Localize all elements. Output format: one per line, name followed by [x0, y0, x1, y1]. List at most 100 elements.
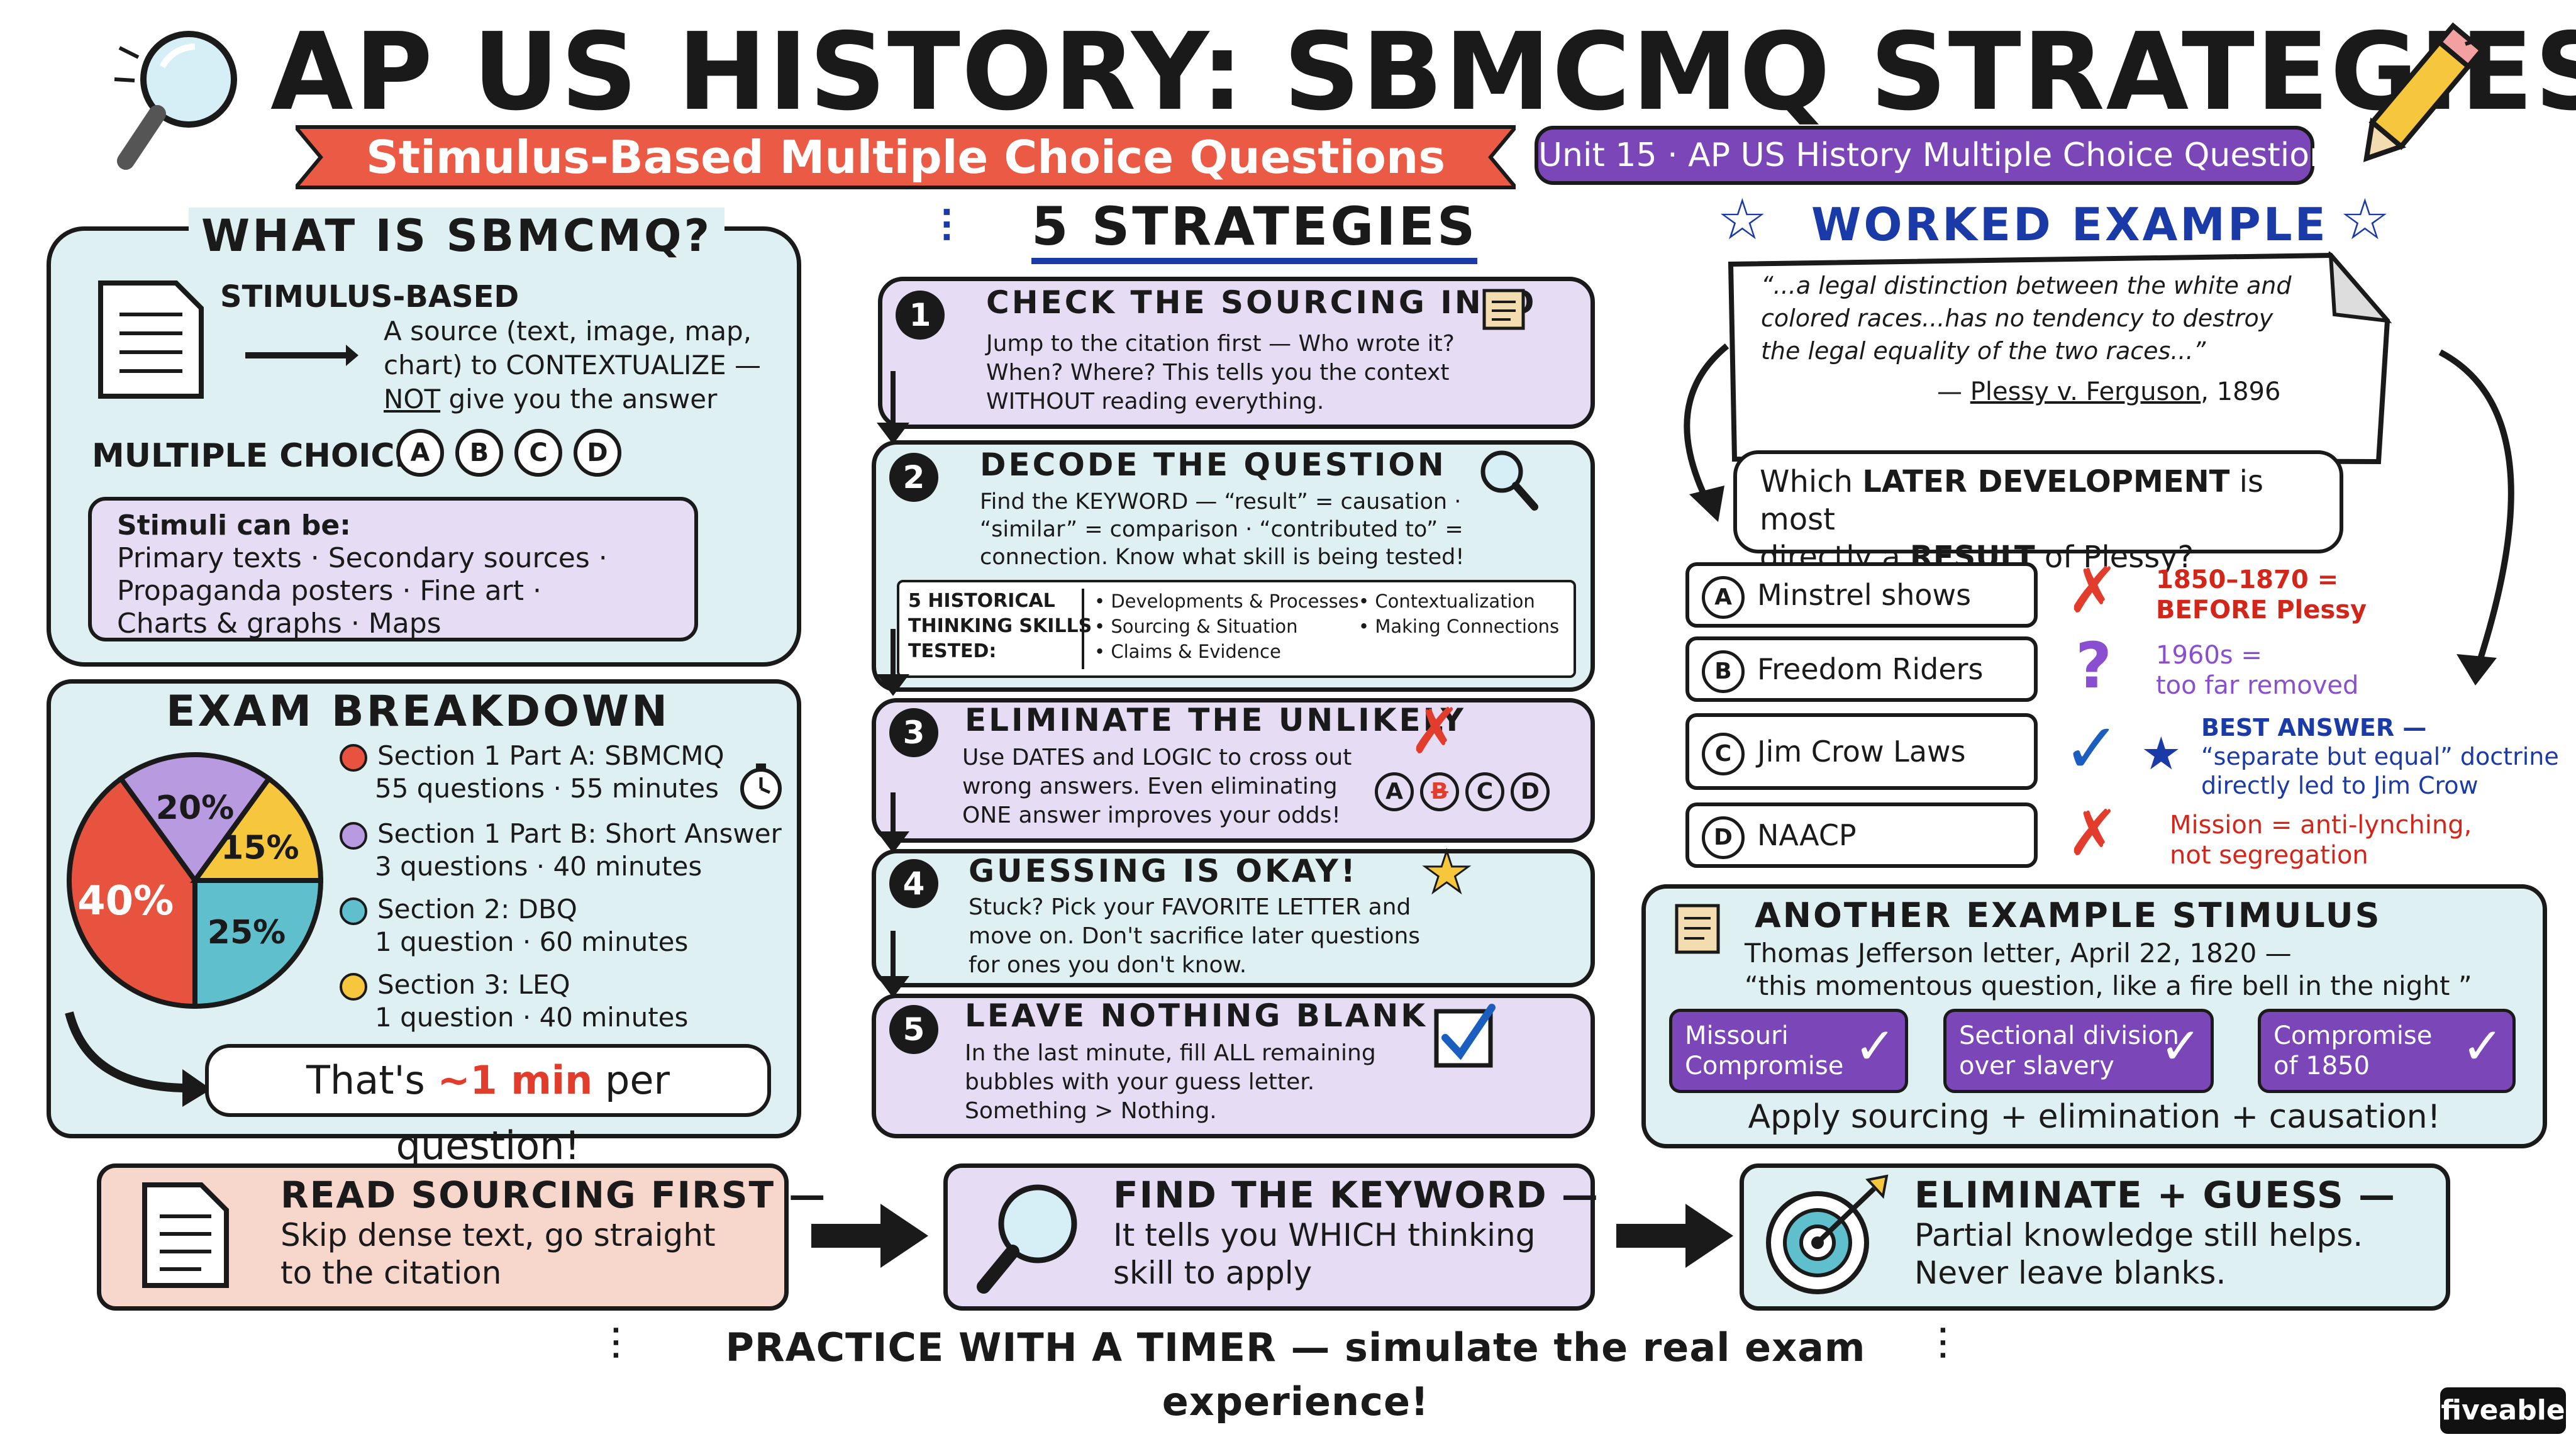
skill-item: • Making Connections [1358, 616, 1560, 637]
note-line: BEST ANSWER — [2201, 714, 2427, 741]
note-line: 1960s = [2156, 641, 2262, 670]
strategies-deco: ⫶ [941, 201, 952, 253]
stopwatch-icon [740, 763, 782, 809]
chip-line: over slavery [1959, 1052, 2114, 1080]
question-mark-icon: ? [2075, 629, 2112, 702]
legend-swatch [340, 743, 367, 772]
mc-label: MULTIPLE CHOICE [92, 437, 418, 475]
question-text: Which [1760, 464, 1863, 499]
strategy-card-4 [872, 849, 1595, 987]
star-outline-icon: ☆ [2340, 187, 2390, 253]
check-icon: ✓ [2159, 1017, 2202, 1075]
option-text: Freedom Riders [1757, 652, 1984, 686]
step-body: Stuck? Pick your FAVORITE LETTER and mov… [969, 893, 1420, 980]
question-text: of Plessy? [2035, 540, 2194, 575]
footer-line: PRACTICE WITH A TIMER — simulate the rea… [725, 1324, 1866, 1424]
step-number: 3 [889, 708, 938, 757]
chip-line: Compromise [1685, 1052, 1844, 1080]
check-icon: ✓ [1853, 1017, 1896, 1075]
chip-line: Missouri [1685, 1021, 1789, 1050]
legend-detail: 3 questions · 40 minutes [375, 851, 702, 882]
step-line: Find the KEYWORD — “result” = causation … [980, 489, 1462, 514]
note-line: BEFORE Plessy [2156, 596, 2367, 625]
pie-slice [67, 775, 197, 1009]
pie-slice [190, 775, 324, 883]
tip-title: FIND THE KEYWORD — [1113, 1174, 1599, 1216]
tip-title: ELIMINATE + GUESS — [1914, 1174, 2397, 1216]
pie-slice [117, 752, 273, 885]
step-line: “similar” = comparison · “contributed to… [980, 517, 1463, 542]
option-bubble: A [1375, 772, 1414, 811]
quote-text: “...a legal distinction between the whit… [1761, 269, 2291, 367]
pie-label: 40% [77, 878, 174, 924]
legend-name: Section 2: DBQ [377, 894, 577, 924]
stimulus-desc: A source (text, image, map, chart) to CO… [384, 314, 761, 416]
step-line: When? Where? This tells you the context [986, 360, 1450, 386]
step-line: bubbles with your guess letter. [965, 1069, 1315, 1095]
question-text: is most [1760, 464, 2264, 537]
pie-label: 25% [208, 914, 286, 952]
ribbon-text: Stimulus-Based Multiple Choice Questions [365, 131, 1446, 184]
skill-item: • Claims & Evidence [1094, 641, 1281, 662]
note-line: “separate but equal” doctrine [2201, 743, 2559, 770]
legend-name: Section 1 Part B: Short Answer [377, 818, 782, 849]
per-question-callout: That's ~1 min per question! [205, 1044, 771, 1169]
note-line: not segregation [2170, 841, 2368, 870]
legend-item: Section 1 Part A: SBMCMQ 55 questions · … [340, 740, 724, 805]
step-body: In the last minute, fill ALL remaining b… [965, 1039, 1376, 1126]
step-number: 4 [889, 859, 938, 908]
step-body: Find the KEYWORD — “result” = causation … [980, 488, 1464, 571]
worked-title: WORKED EXAMPLE [1811, 198, 2328, 251]
question-box: Which LATER DEVELOPMENT is most directly… [1733, 450, 2343, 575]
arrow-right-icon [811, 1204, 928, 1268]
skills-list-a: • Developments & Processes • Sourcing & … [1094, 589, 1359, 664]
pencil-icon [2363, 22, 2490, 162]
step-title: GUESSING IS OKAY! [969, 853, 1358, 889]
another-text: Thomas Jefferson letter, April 22, 1820 … [1745, 937, 2472, 1002]
stimuli-box: Stimuli can be: Primary texts · Secondar… [88, 497, 698, 641]
arrow-right-icon [245, 345, 358, 366]
step-line: move on. Don't sacrifice later questions [969, 923, 1421, 949]
step-body: Use DATES and LOGIC to cross out wrong a… [962, 743, 1352, 830]
step-number: 2 [889, 453, 938, 502]
skills-label: 5 HISTORICAL THINKING SKILLS TESTED: [908, 589, 1092, 664]
stimulus-desc-tail: give you the answer [440, 384, 718, 414]
skill-item: • Sourcing & Situation [1094, 616, 1298, 637]
tip-line: Partial knowledge still helps. [1914, 1217, 2363, 1253]
option-bubble: C [1465, 772, 1504, 811]
quote-card [1728, 252, 2392, 465]
brand-logo: fiveable [2440, 1387, 2566, 1434]
tip-card-eliminate [1740, 1163, 2450, 1311]
step-number: 1 [896, 291, 945, 340]
another-title: ANOTHER EXAMPLE STIMULUS [1755, 896, 2382, 935]
tip-line: to the citation [280, 1255, 502, 1291]
question-line: Which LATER DEVELOPMENT is most [1760, 463, 2317, 538]
stimulus-label: STIMULUS-BASED [220, 279, 519, 314]
skills-label-line: THINKING SKILLS [908, 615, 1092, 637]
option-text: Minstrel shows [1757, 578, 1972, 612]
step-arrows [877, 371, 909, 998]
cite-year: , 1896 [2201, 377, 2281, 406]
exam-pie-chart: 40%20%15%25% [67, 752, 324, 1009]
step-number: 5 [889, 1005, 938, 1054]
star-icon: ★ [1421, 840, 1474, 906]
skills-label-line: 5 HISTORICAL [908, 590, 1055, 612]
quote-line: colored races...has no tendency to destr… [1761, 304, 2273, 332]
option-note: 1850–1870 = BEFORE Plessy [2156, 565, 2367, 625]
quote-citation: — Plessy v. Ferguson, 1896 [1937, 377, 2280, 406]
option-bubble: C [514, 429, 562, 477]
option-letter: D [1702, 816, 1745, 859]
skills-label-line: TESTED: [908, 640, 997, 662]
star-solid-icon: ★ [2141, 727, 2182, 780]
document-icon [98, 280, 204, 399]
option-bubble: D [1511, 772, 1550, 811]
option-bubble: D [574, 429, 621, 477]
step-line: Jump to the citation first — Who wrote i… [986, 331, 1455, 357]
tip-line: It tells you WHICH thinking [1113, 1217, 1536, 1253]
check-mark-icon: ✓ [2063, 708, 2121, 789]
